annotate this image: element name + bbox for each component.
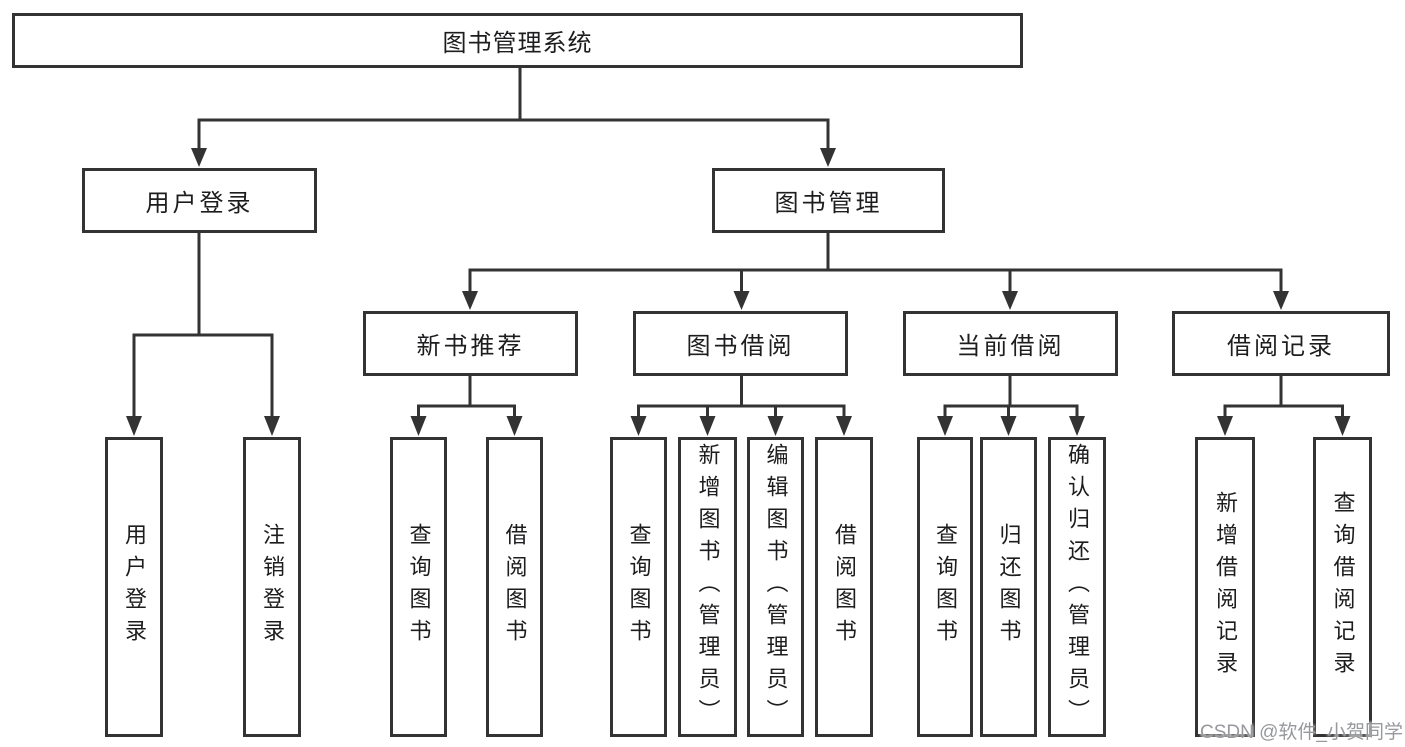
node-root: 图书管理系统 — [12, 13, 1023, 68]
leaf-confirm-return-admin-label: 确认归还（管理员） — [1065, 443, 1090, 731]
node-book-borrow: 图书借阅 — [633, 311, 848, 376]
node-current-borrow-label: 当前借阅 — [956, 333, 1065, 360]
leaf-borrow-books-label: 借阅图书 — [832, 523, 857, 651]
leaf-logout-label: 注销登录 — [260, 523, 285, 651]
node-book-management: 图书管理 — [712, 168, 945, 233]
leaf-add-books-admin: 新增图书（管理员） — [678, 437, 737, 737]
leaf-return-books-label: 归还图书 — [996, 523, 1022, 651]
leaf-add-borrow-record-label: 新增借阅记录 — [1213, 491, 1238, 683]
node-borrow-records-label: 借阅记录 — [1227, 333, 1335, 360]
leaf-query-books-recommend-label: 查询图书 — [406, 523, 432, 651]
leaf-query-books-current: 查询图书 — [917, 437, 973, 737]
leaf-query-books-borrow: 查询图书 — [610, 437, 667, 737]
leaf-borrow-books: 借阅图书 — [815, 437, 873, 737]
node-root-label: 图书管理系统 — [442, 30, 593, 57]
leaf-query-borrow-record: 查询借阅记录 — [1313, 437, 1372, 737]
leaf-logout: 注销登录 — [243, 437, 301, 737]
leaf-query-books-recommend: 查询图书 — [390, 437, 447, 737]
watermark: CSDN @软件_小贺同学 — [1200, 722, 1403, 743]
leaf-query-books-current-label: 查询图书 — [933, 523, 958, 651]
node-user-login-label: 用户登录 — [145, 190, 254, 217]
node-borrow-records: 借阅记录 — [1172, 311, 1390, 376]
leaf-query-borrow-record-label: 查询借阅记录 — [1330, 491, 1356, 683]
node-user-login: 用户登录 — [82, 168, 317, 233]
leaf-confirm-return-admin: 确认归还（管理员） — [1048, 437, 1106, 737]
leaf-user-login-label: 用户登录 — [122, 523, 147, 651]
node-new-book-recommend: 新书推荐 — [363, 311, 578, 376]
leaf-borrow-books-recommend-label: 借阅图书 — [502, 523, 528, 651]
node-book-management-label: 图书管理 — [774, 190, 883, 217]
leaf-edit-books-admin: 编辑图书（管理员） — [747, 437, 804, 737]
leaf-user-login: 用户登录 — [105, 437, 163, 737]
leaf-query-books-borrow-label: 查询图书 — [626, 523, 652, 651]
leaf-add-borrow-record: 新增借阅记录 — [1195, 437, 1255, 737]
leaf-return-books: 归还图书 — [980, 437, 1037, 737]
leaf-edit-books-admin-label: 编辑图书（管理员） — [763, 443, 789, 731]
node-book-borrow-label: 图书借阅 — [686, 333, 795, 360]
node-new-book-recommend-label: 新书推荐 — [416, 333, 525, 360]
node-current-borrow: 当前借阅 — [903, 311, 1118, 376]
leaf-add-books-admin-label: 新增图书（管理员） — [695, 443, 721, 731]
leaf-borrow-books-recommend: 借阅图书 — [486, 437, 543, 737]
